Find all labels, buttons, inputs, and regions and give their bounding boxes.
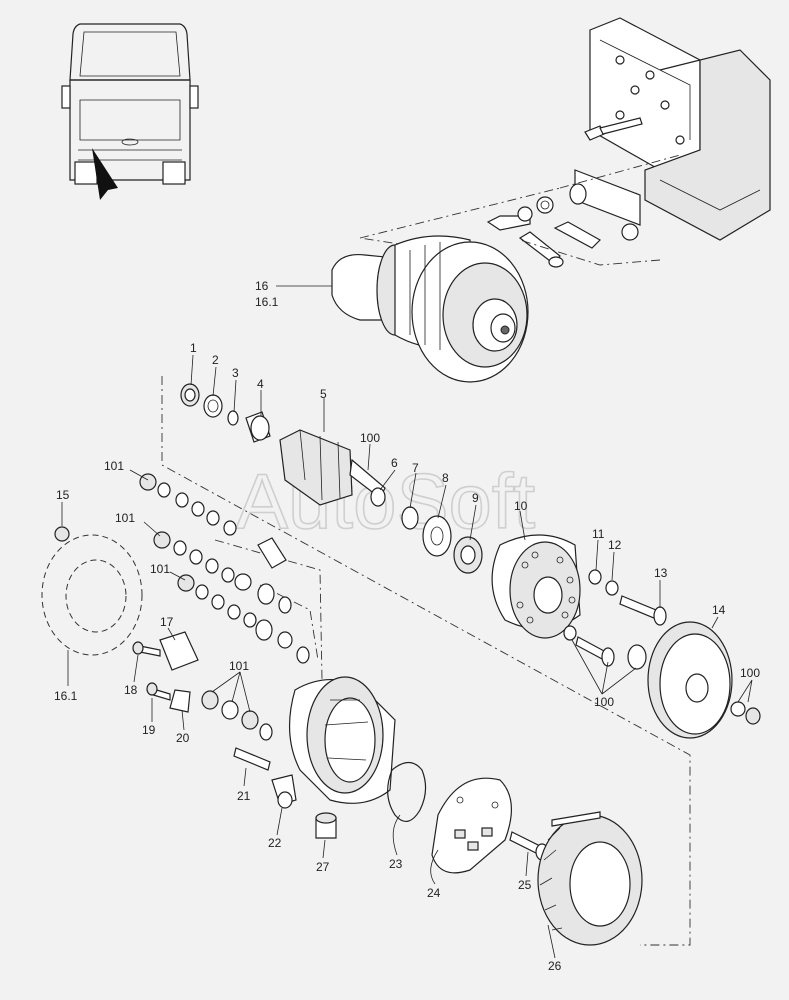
callout-2: 2	[212, 353, 219, 367]
assembly-line-top	[359, 154, 681, 266]
callout-18: 18	[124, 683, 138, 697]
adapter-plate-with-bolts	[486, 169, 641, 268]
callout-16: 16	[255, 279, 269, 293]
callout-7: 7	[412, 461, 419, 475]
callout-5: 5	[320, 387, 327, 401]
callout-26: 26	[548, 959, 562, 973]
assembly-line-inner-2	[259, 584, 319, 661]
assembly-line-frame	[161, 376, 691, 946]
callout-9: 9	[472, 491, 479, 505]
assembly-line-inner	[214, 539, 323, 681]
callout-100: 100	[594, 695, 614, 709]
callout-4: 4	[257, 377, 264, 391]
nut-group-lower	[201, 690, 273, 741]
callout-101: 101	[150, 562, 170, 576]
fastener-set-right	[563, 569, 761, 725]
callout-27: 27	[316, 860, 330, 874]
callout-24: 24	[427, 886, 441, 900]
callout-11: 11	[592, 527, 605, 541]
watermark-text: AutoSoft	[236, 457, 536, 545]
callout-21: 21	[237, 789, 251, 803]
callout-16-1: 16.1	[54, 689, 78, 703]
callout-20: 20	[176, 731, 190, 745]
callout-17: 17	[160, 615, 174, 629]
callout-22: 22	[268, 836, 282, 850]
location-arrow-icon	[92, 148, 118, 200]
brush-holder-parts	[132, 631, 199, 713]
stator-housing	[233, 676, 396, 839]
callout-1: 1	[190, 341, 197, 355]
rectifier-housing	[491, 534, 581, 639]
callout-101: 101	[229, 659, 249, 673]
leader-lines	[61, 285, 753, 959]
callout-15: 15	[56, 488, 70, 502]
callout-6: 6	[391, 456, 398, 470]
callout-19: 19	[142, 723, 156, 737]
callout-labels: 1 2 3 4 5 100 6 7 8 9 10 11 12 13 14 100…	[54, 279, 760, 973]
callout-13: 13	[654, 566, 668, 580]
rotor-parts-row	[180, 383, 483, 574]
alternator-assembly	[331, 235, 529, 383]
fan-pulley	[647, 621, 733, 739]
regulator-plate	[431, 777, 513, 874]
callout-10: 10	[514, 499, 528, 513]
callout-101: 101	[115, 511, 135, 525]
callout-101: 101	[104, 459, 124, 473]
dust-shield	[41, 526, 143, 656]
callout-23: 23	[389, 857, 403, 871]
callout-100: 100	[740, 666, 760, 680]
callout-12: 12	[608, 538, 622, 552]
callout-8: 8	[442, 471, 449, 485]
gasket	[387, 761, 427, 822]
callout-100: 100	[360, 431, 380, 445]
callout-3: 3	[232, 366, 239, 380]
callout-16-1: 16.1	[255, 295, 279, 309]
callout-14: 14	[712, 603, 726, 617]
callout-25: 25	[518, 878, 532, 892]
mounting-bracket	[584, 17, 771, 241]
stator-ring	[537, 811, 643, 946]
truck-front-view	[61, 23, 199, 185]
